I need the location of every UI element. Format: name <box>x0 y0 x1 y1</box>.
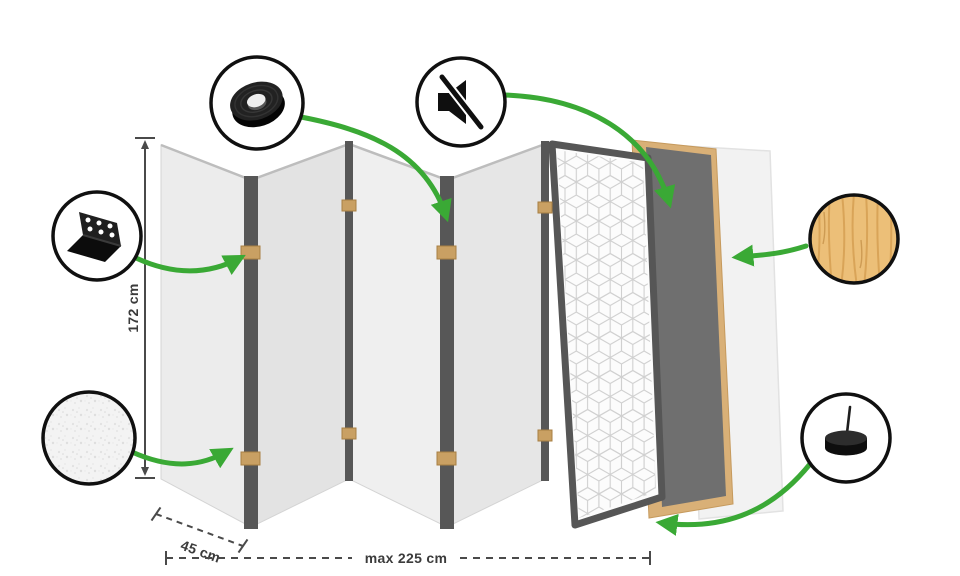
callout-wood <box>808 193 900 285</box>
arrow-wood <box>731 243 809 267</box>
callout-fabric <box>41 390 137 486</box>
patterned-panel-cubes <box>557 150 656 518</box>
patterned-panel <box>548 140 666 529</box>
panel-4 <box>446 143 546 528</box>
hinge-block <box>341 427 357 440</box>
panel-width-dimension-label: 45 cm <box>179 537 223 566</box>
hinge-block <box>537 201 553 214</box>
hinge-block <box>240 451 261 466</box>
folding-screen <box>160 139 784 529</box>
fold-edge-4 <box>541 141 549 481</box>
arrow-mute <box>502 92 676 209</box>
panel-2 <box>250 143 350 528</box>
dimension-height <box>135 137 155 479</box>
callout-hinge <box>51 190 143 282</box>
hinge-block <box>436 245 457 260</box>
hinge-icon <box>67 212 122 262</box>
fold-edge-2 <box>345 141 353 481</box>
fold-edge-3 <box>440 176 454 529</box>
arrow-felt-pad <box>655 461 813 536</box>
hinge-block <box>537 429 553 442</box>
tape-roll-icon <box>230 81 285 128</box>
hinge-block <box>436 451 457 466</box>
callout-muted-sound <box>415 56 507 148</box>
arrow-tape <box>298 114 452 223</box>
felt-pad-icon <box>825 405 867 456</box>
muted-speaker-icon <box>437 72 486 132</box>
hinge-block <box>341 199 357 212</box>
fold-hinges <box>240 199 553 466</box>
arrow-fabric <box>129 447 234 469</box>
dark-core <box>646 147 726 507</box>
dimension-panel-width <box>150 506 249 554</box>
callout-tape <box>209 55 305 151</box>
arrow-hinge <box>133 254 246 275</box>
panel-1 <box>160 144 252 528</box>
height-dimension-label: 172 cm <box>125 283 141 332</box>
panel-3 <box>348 143 448 528</box>
hinge-block <box>240 245 261 260</box>
dimension-max-width <box>165 551 651 565</box>
fold-edge-1 <box>244 176 258 529</box>
fabric-texture-icon <box>41 390 137 486</box>
wood-texture-icon <box>810 195 898 283</box>
max-width-dimension-label: max 225 cm <box>365 550 447 566</box>
callout-arrows <box>129 92 813 536</box>
callout-felt-pad <box>800 392 892 484</box>
